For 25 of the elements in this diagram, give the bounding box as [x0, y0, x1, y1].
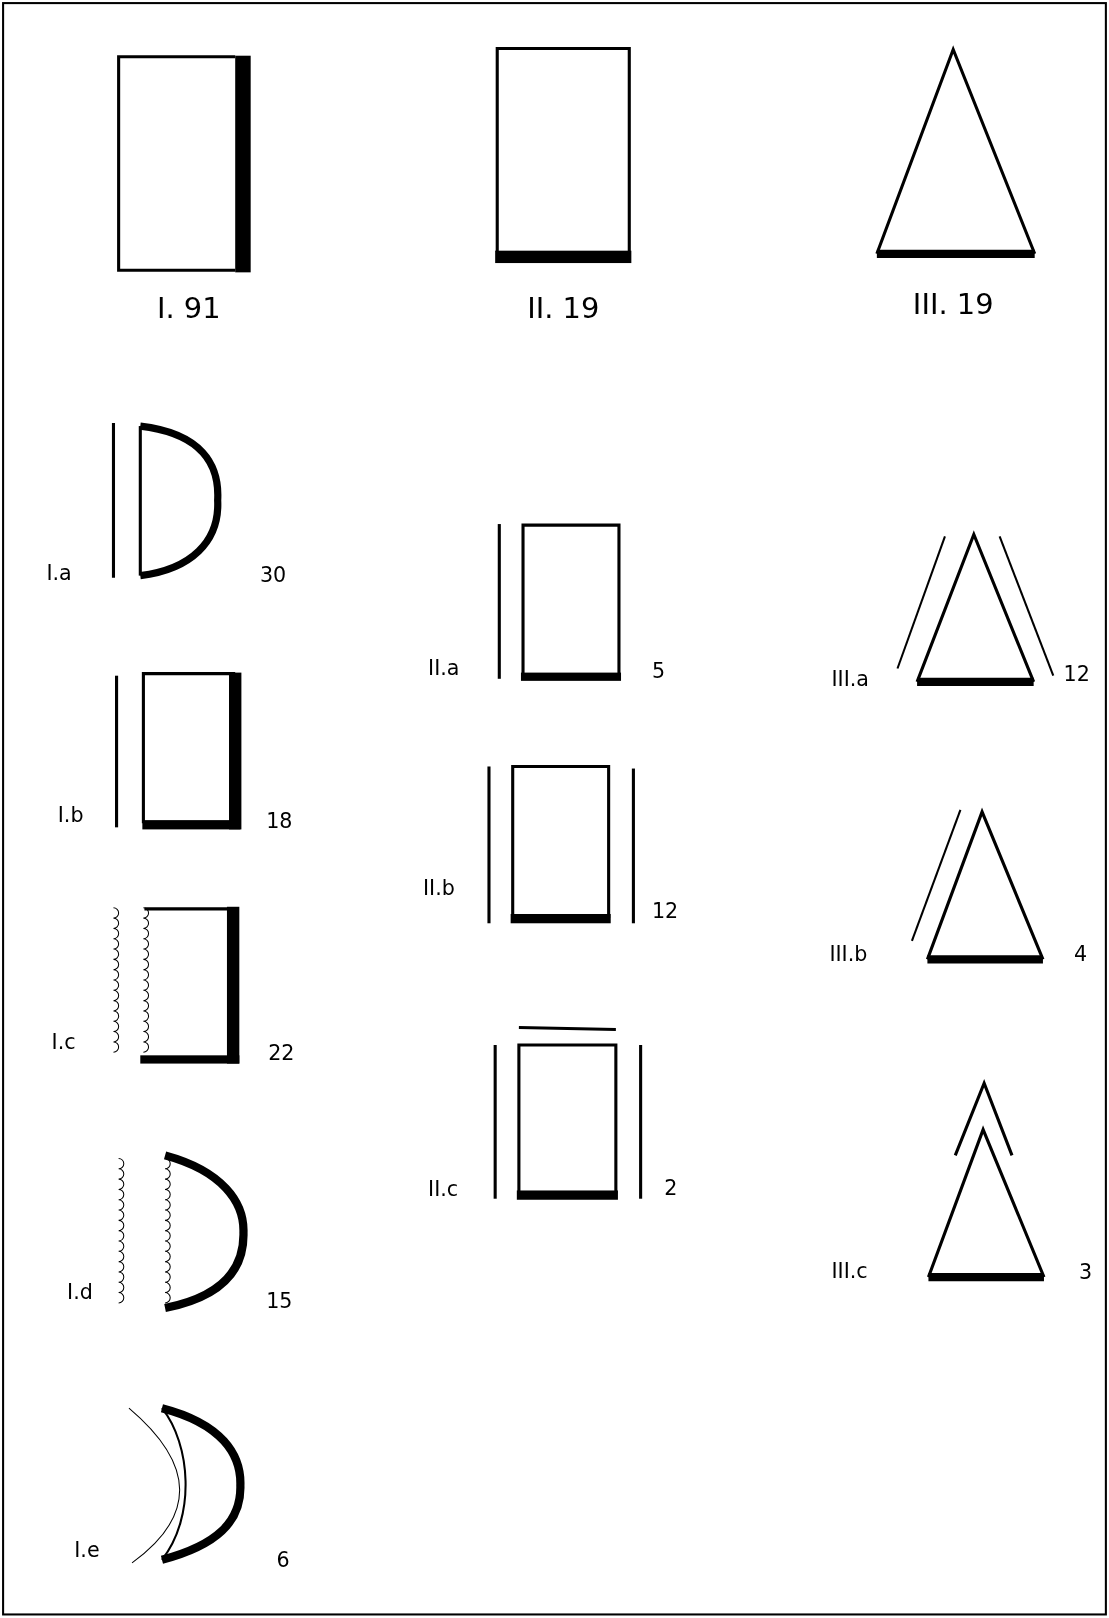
type-label: I.c	[51, 1031, 76, 1053]
type-label: III.a	[831, 668, 869, 690]
type-label: I.e	[74, 1539, 100, 1560]
type-label: I.d	[67, 1281, 93, 1302]
type-label: III.c	[831, 1260, 868, 1282]
type-label: I.a	[46, 562, 72, 583]
type-label: II.c	[428, 1178, 459, 1199]
count-label: 12	[1063, 663, 1090, 684]
count-label: 6	[276, 1549, 290, 1571]
count-label: 15	[266, 1290, 293, 1312]
type-label: III.b	[829, 943, 868, 965]
type-label: II.b	[422, 877, 455, 899]
count-label: 2	[664, 1177, 678, 1198]
type-label: I.b	[57, 804, 84, 826]
type-label: I. 91	[156, 294, 221, 323]
count-label: 30	[259, 564, 287, 585]
count-label: 12	[651, 900, 679, 922]
count-label: 18	[266, 810, 293, 832]
count-label: 5	[651, 660, 666, 681]
count-label: 4	[1073, 943, 1088, 965]
type-label: II.a	[428, 657, 460, 678]
type-label: III. 19	[912, 289, 994, 319]
type-label: II. 19	[527, 294, 600, 323]
count-label: 22	[268, 1042, 295, 1064]
count-label: 3	[1079, 1261, 1093, 1283]
